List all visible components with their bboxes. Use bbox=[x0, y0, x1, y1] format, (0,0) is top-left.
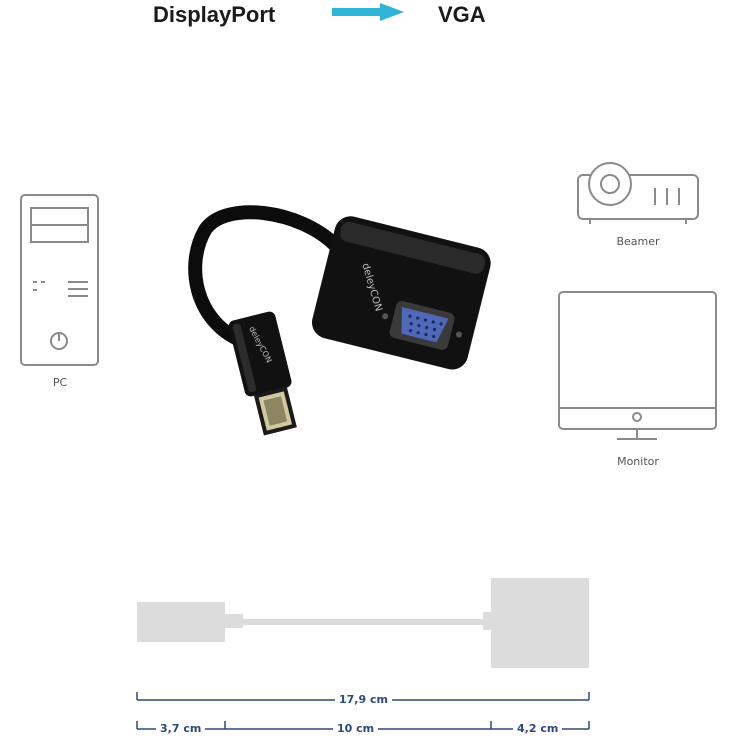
housing-length-label: 4,2 cm bbox=[513, 722, 563, 735]
arrow-right-icon bbox=[332, 3, 404, 21]
pc-tower-icon bbox=[20, 194, 99, 366]
beamer-label: Beamer bbox=[616, 235, 660, 248]
plug-length-label: 3,7 cm bbox=[156, 722, 206, 735]
monitor-label: Monitor bbox=[617, 455, 659, 468]
plug-silhouette bbox=[137, 602, 225, 642]
plug-neck-silhouette bbox=[225, 614, 243, 628]
housing-silhouette bbox=[491, 578, 589, 668]
pc-label: PC bbox=[52, 376, 68, 389]
cable-silhouette bbox=[243, 619, 483, 625]
dimension-drawing bbox=[137, 578, 589, 668]
target-label: VGA bbox=[438, 2, 486, 27]
source-label: DisplayPort bbox=[153, 2, 276, 27]
projector-icon bbox=[577, 162, 699, 224]
cable-length-label: 10 cm bbox=[333, 722, 379, 735]
housing-neck-silhouette bbox=[483, 612, 491, 630]
total-length-label: 17,9 cm bbox=[335, 693, 392, 706]
displayport-to-vga-adapter-image bbox=[188, 205, 491, 436]
monitor-icon bbox=[558, 291, 717, 440]
